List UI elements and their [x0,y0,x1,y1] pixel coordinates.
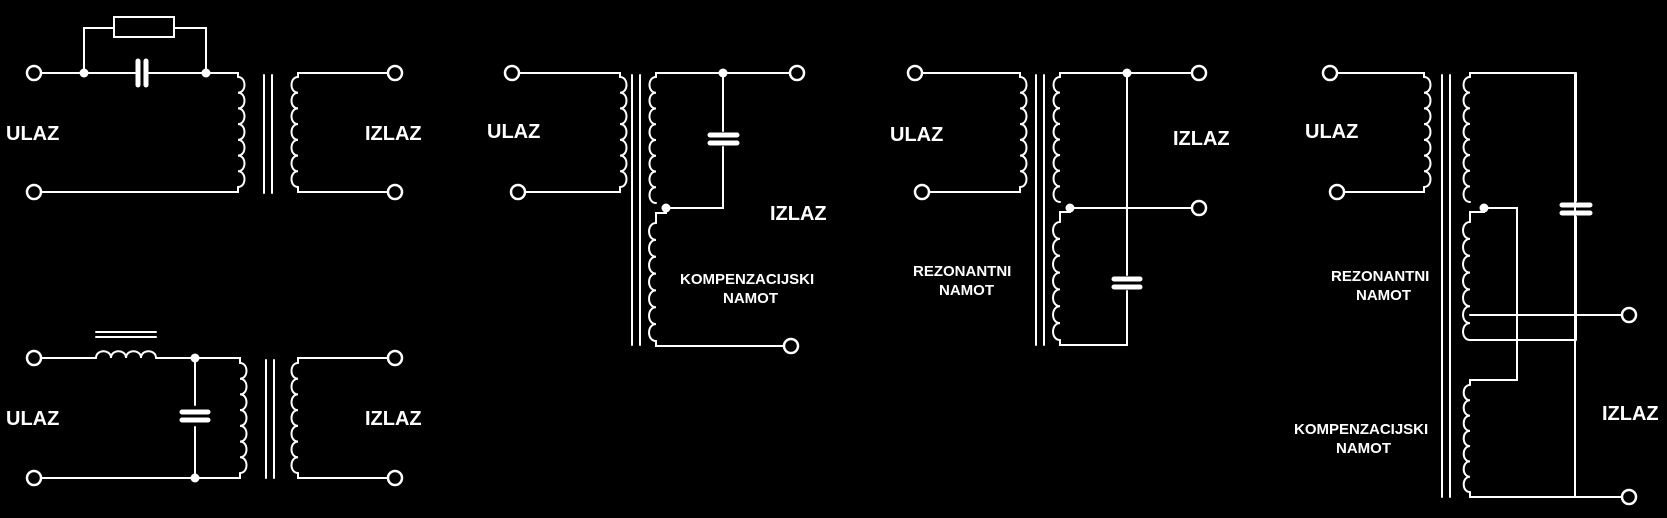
resonant-winding [1052,221,1061,341]
wire [914,72,1021,193]
wire [297,357,396,479]
circuit-resonant-winding: ULAZ IZLAZ REZONANTNI NAMOT [890,64,1230,346]
output-label: IZLAZ [365,123,422,145]
secondary-winding [648,76,657,204]
capacitor [135,58,149,88]
terminal [25,64,43,82]
junction [79,68,89,78]
wire [511,72,621,193]
terminal [1321,64,1339,82]
junction [718,68,728,78]
output-label: IZLAZ [770,203,827,225]
terminal [788,64,806,82]
secondary-winding [290,362,299,474]
wire [655,72,792,347]
circuit-resonant-compensation: ULAZ IZLAZ REZONANTNI NAMOT KOMPENZACIJS… [1294,64,1659,506]
inductor [95,350,157,359]
winding-label: NAMOT [723,290,778,307]
terminal [913,183,931,201]
primary-winding [619,76,628,188]
primary-winding [1423,76,1432,188]
primary-winding [239,362,248,474]
junction [201,68,211,78]
terminal [1190,199,1208,217]
resistor [113,16,175,38]
input-label: ULAZ [890,124,943,146]
output-label: IZLAZ [1602,403,1659,425]
output-label: IZLAZ [1173,128,1230,150]
wire [39,357,241,479]
compensation-winding [648,222,657,342]
terminal [25,349,43,367]
junction [1479,203,1489,213]
core [265,359,275,479]
output-label: IZLAZ [365,408,422,430]
wire [1329,72,1425,193]
core [631,74,641,346]
primary-winding [237,76,246,188]
terminal [509,183,527,201]
core [263,74,273,194]
winding-label: KOMPENZACIJSKI [680,271,814,288]
terminal [1620,488,1638,506]
winding-label: REZONANTNI [1331,268,1429,285]
resonant-winding [1462,221,1471,341]
primary-winding [1019,76,1028,188]
terminal [503,64,521,82]
wire [39,27,239,193]
circuit-compensation-winding: ULAZ IZLAZ KOMPENZACIJSKI NAMOT [487,64,827,355]
circuit-rc-input: ULAZ IZLAZ [6,16,422,201]
junction [190,353,200,363]
wire [297,72,396,193]
winding-label: NAMOT [1356,287,1411,304]
terminal [386,183,404,201]
terminal [386,469,404,487]
core [1035,74,1045,346]
junction [1122,68,1132,78]
secondary-winding [290,76,299,188]
input-label: ULAZ [487,121,540,143]
winding-label: NAMOT [939,282,994,299]
terminal [25,469,43,487]
circuit-lc-input: ULAZ IZLAZ [6,331,422,487]
winding-label: REZONANTNI [913,263,1011,280]
input-label: ULAZ [6,123,59,145]
terminal [906,64,924,82]
input-label: ULAZ [6,408,59,430]
terminal [386,64,404,82]
wire [1469,72,1629,498]
terminal [25,183,43,201]
capacitor [1111,276,1143,290]
winding-label: NAMOT [1336,440,1391,457]
capacitor [1559,202,1593,216]
capacitor [179,409,211,423]
terminal [1328,183,1346,201]
input-label: ULAZ [1305,121,1358,143]
junction [1065,203,1075,213]
secondary-winding [1462,76,1471,203]
core [1441,74,1451,498]
capacitor [707,132,740,146]
wire [1059,72,1194,346]
junction [190,473,200,483]
terminal [1620,306,1638,324]
terminal [1190,64,1208,82]
junction [661,203,671,213]
terminal [782,337,800,355]
secondary-winding [1052,76,1061,203]
terminal [386,349,404,367]
compensation-winding [1462,384,1471,493]
winding-label: KOMPENZACIJSKI [1294,421,1428,438]
inductor-core [95,331,157,338]
